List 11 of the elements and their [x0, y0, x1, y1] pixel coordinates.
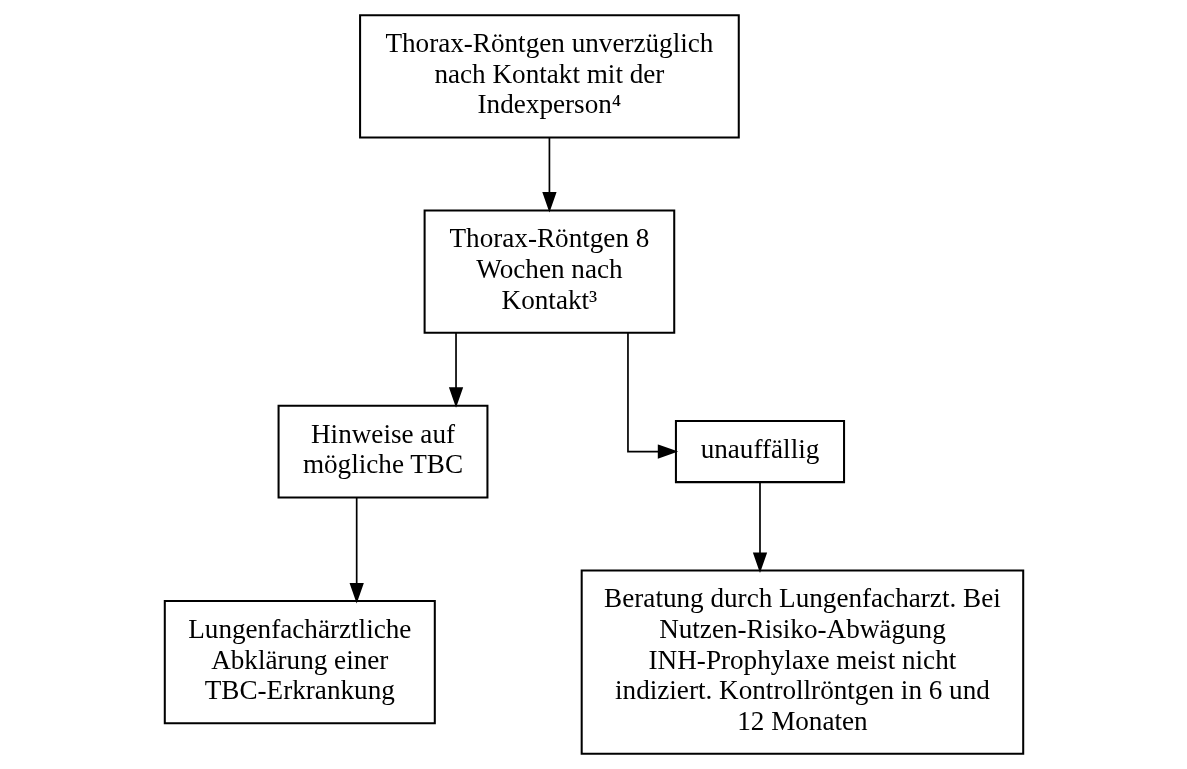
- arrow: [349, 496, 364, 604]
- node-box: Thorax-Röntgen 8 Wochen nach Kontakt³: [423, 209, 675, 334]
- arrow: [541, 136, 557, 213]
- arrow: [752, 481, 767, 573]
- node-box: Thorax-Röntgen unverzüglich nach Kontakt mit der Indexperson⁴: [358, 14, 740, 139]
- arrow: [626, 332, 678, 459]
- node-box: Lungenfachärztliche Abklärung einer TBC-Erkrankung: [163, 600, 436, 725]
- node-box: Hinweise auf mögliche TBC: [277, 404, 488, 499]
- node-box: Beratung durch Lungenfacharzt. Bei Nutzen-Risiko-Abwägung INH-Prophylaxe meist nicht indiziert. Kontrollröntgen in 6 und 12 Monaten: [580, 569, 1024, 755]
- node-box: unauffällig: [674, 420, 845, 484]
- arrow: [448, 332, 463, 408]
